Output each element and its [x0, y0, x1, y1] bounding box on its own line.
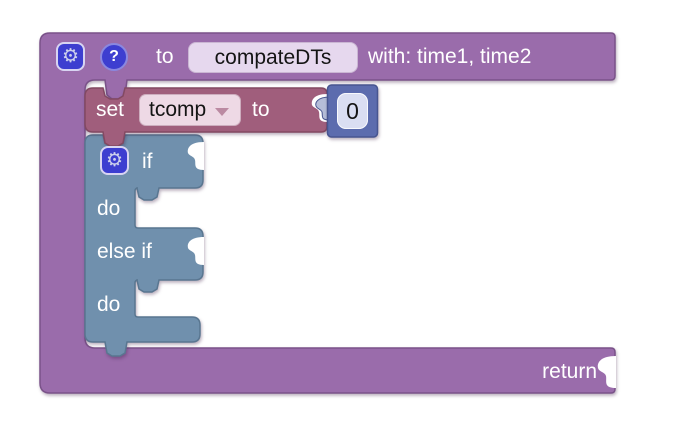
procedure-block-shape[interactable] — [39, 32, 616, 394]
do2-label: do — [97, 293, 121, 316]
gear-glyph: ⚙ — [61, 46, 80, 67]
elseif-condition-socket[interactable] — [187, 237, 204, 265]
if-mutator-gear-icon[interactable]: ⚙ — [100, 146, 129, 175]
return-value-socket[interactable] — [597, 356, 616, 388]
elseif-label: else if — [97, 240, 152, 263]
number-block-tab — [315, 96, 331, 121]
gear-glyph: ⚙ — [105, 150, 124, 171]
if-label: if — [142, 150, 153, 173]
number-value-field[interactable]: 0 — [337, 93, 368, 129]
variable-dropdown[interactable]: tcomp — [139, 94, 241, 126]
dropdown-arrow-icon — [215, 107, 230, 116]
number-value-text: 0 — [346, 97, 359, 124]
procedure-params-label: with: time1, time2 — [368, 45, 532, 68]
do-label: do — [97, 197, 121, 220]
mutator-gear-icon[interactable]: ⚙ — [56, 42, 85, 71]
procedure-name-field[interactable]: compateDTs — [188, 42, 358, 73]
if-condition-socket[interactable] — [187, 142, 204, 170]
procedure-name-text: compateDTs — [214, 45, 332, 69]
help-icon[interactable]: ? — [100, 43, 128, 71]
return-label: return — [542, 360, 597, 383]
procedure-keyword-to: to — [156, 45, 174, 68]
set-to-label: to — [252, 98, 270, 121]
set-keyword-label: set — [96, 98, 125, 121]
variable-name-text: tcomp — [149, 98, 207, 121]
if-block-shape[interactable] — [84, 134, 204, 357]
help-glyph: ? — [109, 48, 119, 65]
